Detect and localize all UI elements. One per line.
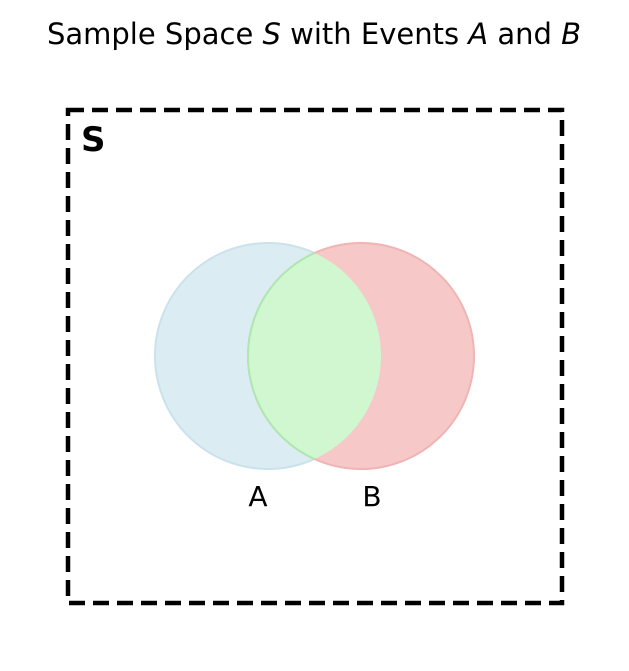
intersection-region [247,243,381,469]
event-b-label: B [362,480,381,513]
title-middle: with Events [281,17,468,51]
title-conjunction: and [488,17,561,51]
title-event-a-symbol: A [466,17,488,51]
sample-space-label: S [81,120,106,160]
title-sample-space-symbol: S [263,17,281,51]
sample-space-rectangle [65,107,565,606]
title-prefix: Sample Space [47,17,263,51]
diagram-title: Sample Space S with Events A and B [47,17,581,51]
title-event-b-symbol: B [561,17,581,51]
event-a-label: A [248,480,267,513]
